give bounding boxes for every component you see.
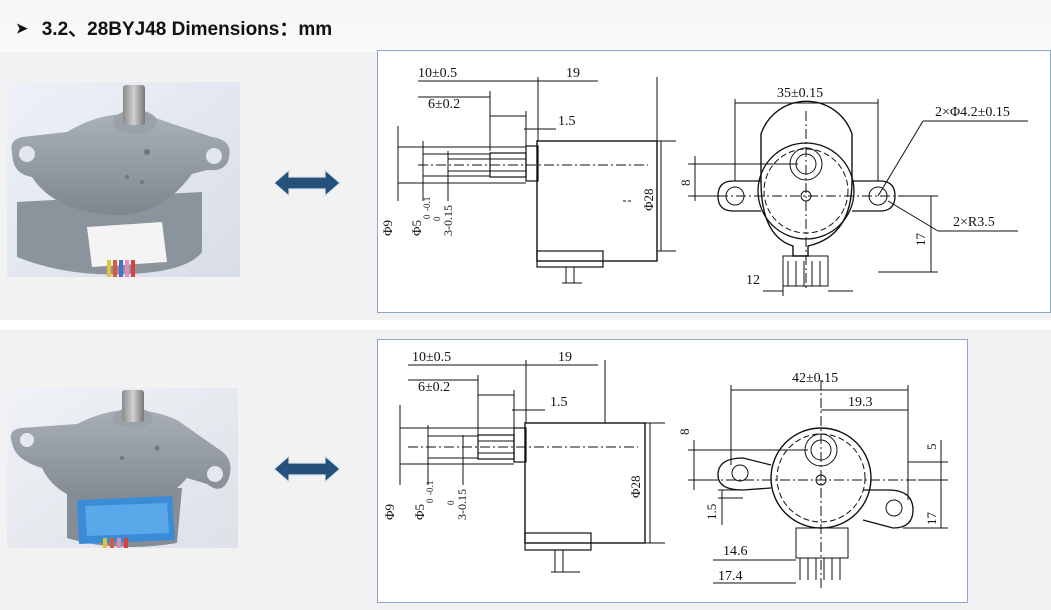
dim-1-5-front: 1.5 bbox=[704, 504, 719, 520]
dim-phi9: Φ9 bbox=[380, 220, 395, 236]
double-arrow-icon bbox=[272, 168, 342, 203]
dim-14-6: 14.6 bbox=[723, 544, 748, 559]
dim-phi28: Φ28 bbox=[641, 188, 656, 211]
dim-8: 8 bbox=[677, 429, 692, 436]
arrowhead-bullet-icon: ➤ bbox=[16, 20, 28, 36]
dim-19: 19 bbox=[566, 66, 580, 81]
dim-6: 6±0.2 bbox=[428, 97, 460, 112]
dim-phi5-tol: 0 bbox=[422, 214, 432, 219]
dim-42: 42±0.15 bbox=[792, 371, 838, 386]
dim-flat-tol: 0 bbox=[446, 500, 456, 505]
dim-flat-tol: 0 bbox=[432, 216, 442, 221]
dim-flat: 3-0.15 bbox=[455, 489, 469, 520]
dim-1-5: 1.5 bbox=[550, 395, 568, 410]
dim-10: 10±0.5 bbox=[412, 350, 451, 365]
motor-photo-bottom bbox=[7, 388, 238, 548]
side-view-top bbox=[397, 77, 676, 284]
dim-phi5-tol2: -0.1 bbox=[425, 481, 435, 495]
dimension-drawing-top: 10±0.5 19 6±0.2 1.5 Φ9 Φ5 0 -0.1 0 3-0.1… bbox=[377, 50, 1051, 313]
dim-8: 8 bbox=[678, 180, 693, 187]
dim-12: 12 bbox=[746, 273, 760, 288]
dim-19: 19 bbox=[558, 350, 572, 365]
header-bar: ➤ 3.2、28BYJ48 Dimensions：mm bbox=[0, 0, 1051, 52]
page-title-text: 3.2、28BYJ48 Dimensions：mm bbox=[41, 19, 333, 40]
dim-17: 17 bbox=[924, 512, 939, 526]
dim-phi5-tol: 0 bbox=[425, 498, 435, 503]
side-view-bottom bbox=[399, 360, 665, 573]
dim-phi5-tol2: -0.1 bbox=[422, 197, 432, 211]
dim-phi28: Φ28 bbox=[628, 475, 643, 498]
dim-phi5: Φ5 bbox=[412, 504, 427, 520]
double-arrow-icon bbox=[272, 454, 342, 489]
dim-holes: 2×Φ4.2±0.15 bbox=[935, 105, 1010, 120]
dim-17: 17 bbox=[913, 233, 928, 247]
dim-10: 10±0.5 bbox=[418, 66, 457, 81]
dim-1-5: 1.5 bbox=[558, 114, 576, 129]
front-view-top bbox=[688, 99, 1028, 296]
dim-17-4: 17.4 bbox=[718, 569, 743, 584]
dim-phi5: Φ5 bbox=[409, 220, 424, 236]
dim-flat: 3-0.15 bbox=[441, 205, 455, 236]
dim-19-3: 19.3 bbox=[848, 395, 873, 410]
dim-35: 35±0.15 bbox=[777, 86, 823, 101]
dim-phi9: Φ9 bbox=[382, 504, 397, 520]
motor-photo-top bbox=[7, 82, 240, 277]
dimension-drawing-bottom: 10±0.5 19 6±0.2 1.5 Φ9 Φ5 0 -0.1 0 3-0.1… bbox=[377, 339, 968, 603]
front-view-bottom bbox=[688, 380, 948, 590]
dim-radius: 2×R3.5 bbox=[953, 215, 995, 230]
dim-6: 6±0.2 bbox=[418, 380, 450, 395]
dim-5: 5 bbox=[924, 444, 939, 451]
page-title: ➤ 3.2、28BYJ48 Dimensions：mm bbox=[16, 14, 332, 41]
